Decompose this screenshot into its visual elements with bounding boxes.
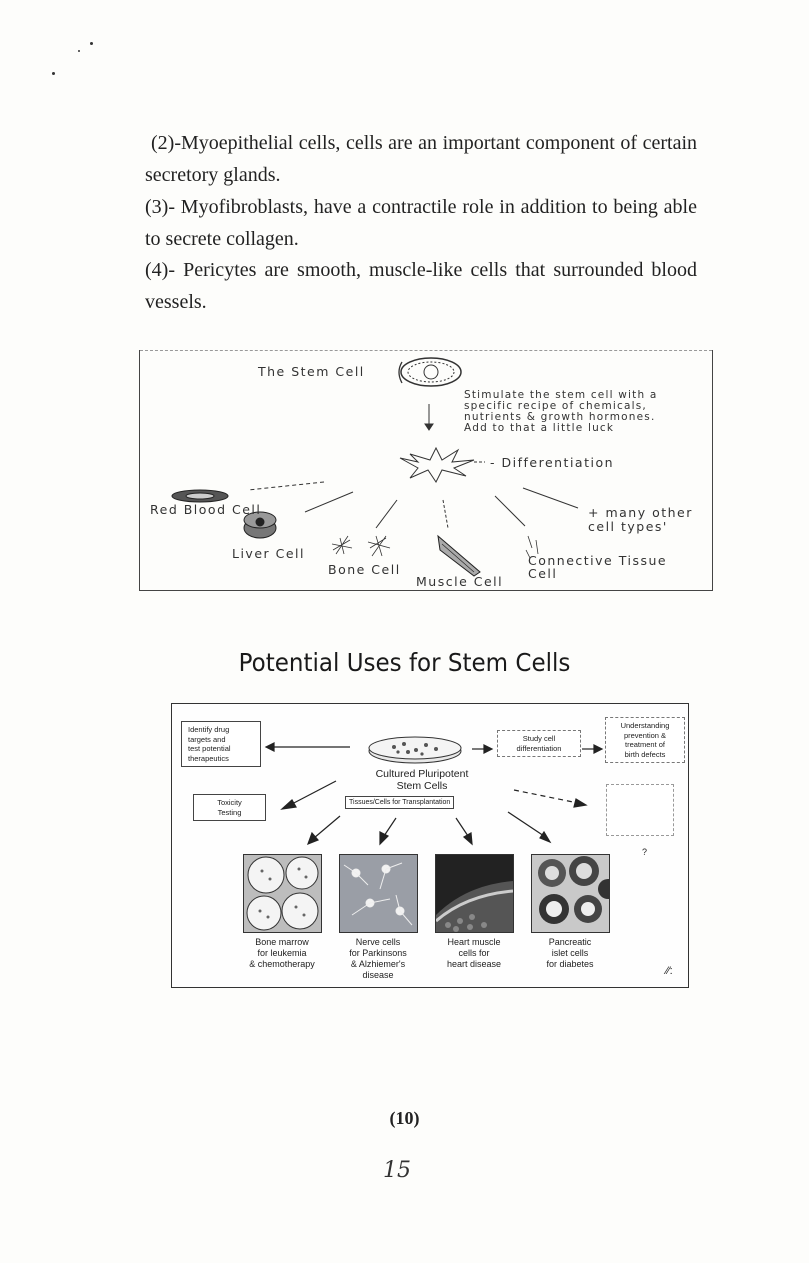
liver-cell-label: Liver Cell [232,546,306,561]
box-line: prevention & [623,730,667,740]
stem-cell-illustration [398,357,462,387]
box-line: Understanding [620,721,670,730]
caption-line: cells for [458,948,490,958]
red-blood-cell-illustration [171,489,229,503]
many-other-line: cell types' [588,519,668,534]
petri-dish-illustration [368,736,462,764]
box-line: test potential [188,744,231,753]
differentiation-burst [399,446,485,483]
stem-cell-differentiation-figure: The Stem Cell Stimulate the stem cell wi… [139,350,713,591]
nerve-cells-caption: Nerve cells for Parkinsons & Alzhiemer's… [320,937,436,981]
many-other-cell-types-label: + many other cell types' [588,506,693,534]
connective-tissue-line: Connective Tissue [528,553,668,568]
bone-marrow-caption: Bone marrow for leukemia & chemotherapy [224,937,340,970]
connective-tissue-label: Connective Tissue Cell [528,554,667,580]
note-line: nutrients & growth hormones. [464,411,656,423]
caption-line: for leukemia [257,948,307,958]
down-arrow [424,404,434,431]
page-number: (10) [389,1108,420,1128]
scan-speck [78,50,80,52]
heart-muscle-tile [435,854,514,933]
caption-line: Pancreatic [548,937,592,947]
box-line: Toxicity [217,798,242,807]
box-line: Identify drug [188,725,230,734]
caption-line: heart disease [446,959,502,969]
nerve-cells-tile [339,854,418,933]
caption-line: Nerve cells [355,937,401,947]
cell-arrows [247,481,579,529]
toxicity-testing-box: Toxicity Testing [193,794,266,821]
question-mark: ? [642,847,648,857]
caption-line: islet cells [551,948,589,958]
identify-drug-targets-box: Identify drug targets and test potential… [181,721,261,767]
paragraph-pericytes: (4)- Pericytes are smooth, muscle-like c… [145,259,697,313]
scan-speck [90,42,93,45]
handwritten-page-number: 15 [383,1158,411,1183]
paragraph-myoepithelial: (2)-Myoepithelial cells, cells are an im… [145,132,697,186]
muscle-cell-label: Muscle Cell [416,574,504,589]
note-line: Add to that a little luck [464,422,615,434]
liver-cell-illustration [243,511,277,539]
box-line: birth defects [624,749,666,759]
note-line: Stimulate the stem cell with a [464,389,658,401]
caption-line: & Alzhiemer's [350,959,406,969]
caption-line: Heart muscle [447,937,501,947]
paragraph-myofibroblasts: (3)- Myofibroblasts, have a contractile … [145,196,697,250]
transplantation-box: Tissues/Cells for Transplantation [345,796,455,809]
heart-muscle-caption: Heart muscle cells for heart disease [416,937,532,970]
stimulate-note: Stimulate the stem cell with a specific … [464,390,658,434]
connective-tissue-line: Cell [528,566,558,581]
potential-uses-figure: Identify drug targets and test potential… [171,703,689,988]
bone-cell-illustration [331,535,391,557]
cultured-stem-cells-label: Cultured Pluripotent Stem Cells [352,768,492,792]
pancreatic-islet-tile [531,854,610,933]
scan-speck [52,72,55,75]
use-arrows [264,742,604,846]
box-line: targets and [188,734,226,744]
caption-line: disease [362,970,394,980]
bone-marrow-tile [243,854,322,933]
box-line: differentiation [516,743,562,753]
understanding-birth-defects-box: Understanding prevention & treatment of … [605,717,685,763]
differentiation-label: - Differentiation [490,455,615,470]
caption-line: Bone marrow [255,937,309,947]
study-cell-differentiation-box: Study cell differentiation [497,730,581,757]
box-line: therapeutics [188,753,229,763]
many-other-line: + many other [588,505,693,520]
pancreatic-islet-caption: Pancreatic islet cells for diabetes [512,937,628,970]
box-line: treatment of [624,740,666,749]
corner-mark: ⁄⁄: [666,965,673,977]
label-line: Stem Cells [396,780,448,792]
bone-cell-label: Bone Cell [328,562,401,577]
caption-line: for Parkinsons [349,948,407,958]
differentiation-arrows-drawing [171,357,579,577]
label-line: Cultured Pluripotent [375,768,469,780]
muscle-cell-illustration [437,534,481,577]
red-blood-cell-label: Red Blood Cell [150,502,262,517]
potential-uses-heading: Potential Uses for Stem Cells [238,648,571,677]
caption-line: & chemotherapy [249,959,315,969]
caption-line: for diabetes [546,959,594,969]
stem-cell-label: The Stem Cell [258,364,365,379]
box-line: Testing [217,807,242,817]
connective-tissue-illustration [525,535,539,559]
note-line: specific recipe of chemicals, [464,400,647,412]
empty-future-box [606,784,674,836]
box-line: Study cell [522,734,556,743]
uses-arrows-drawing [264,736,604,846]
